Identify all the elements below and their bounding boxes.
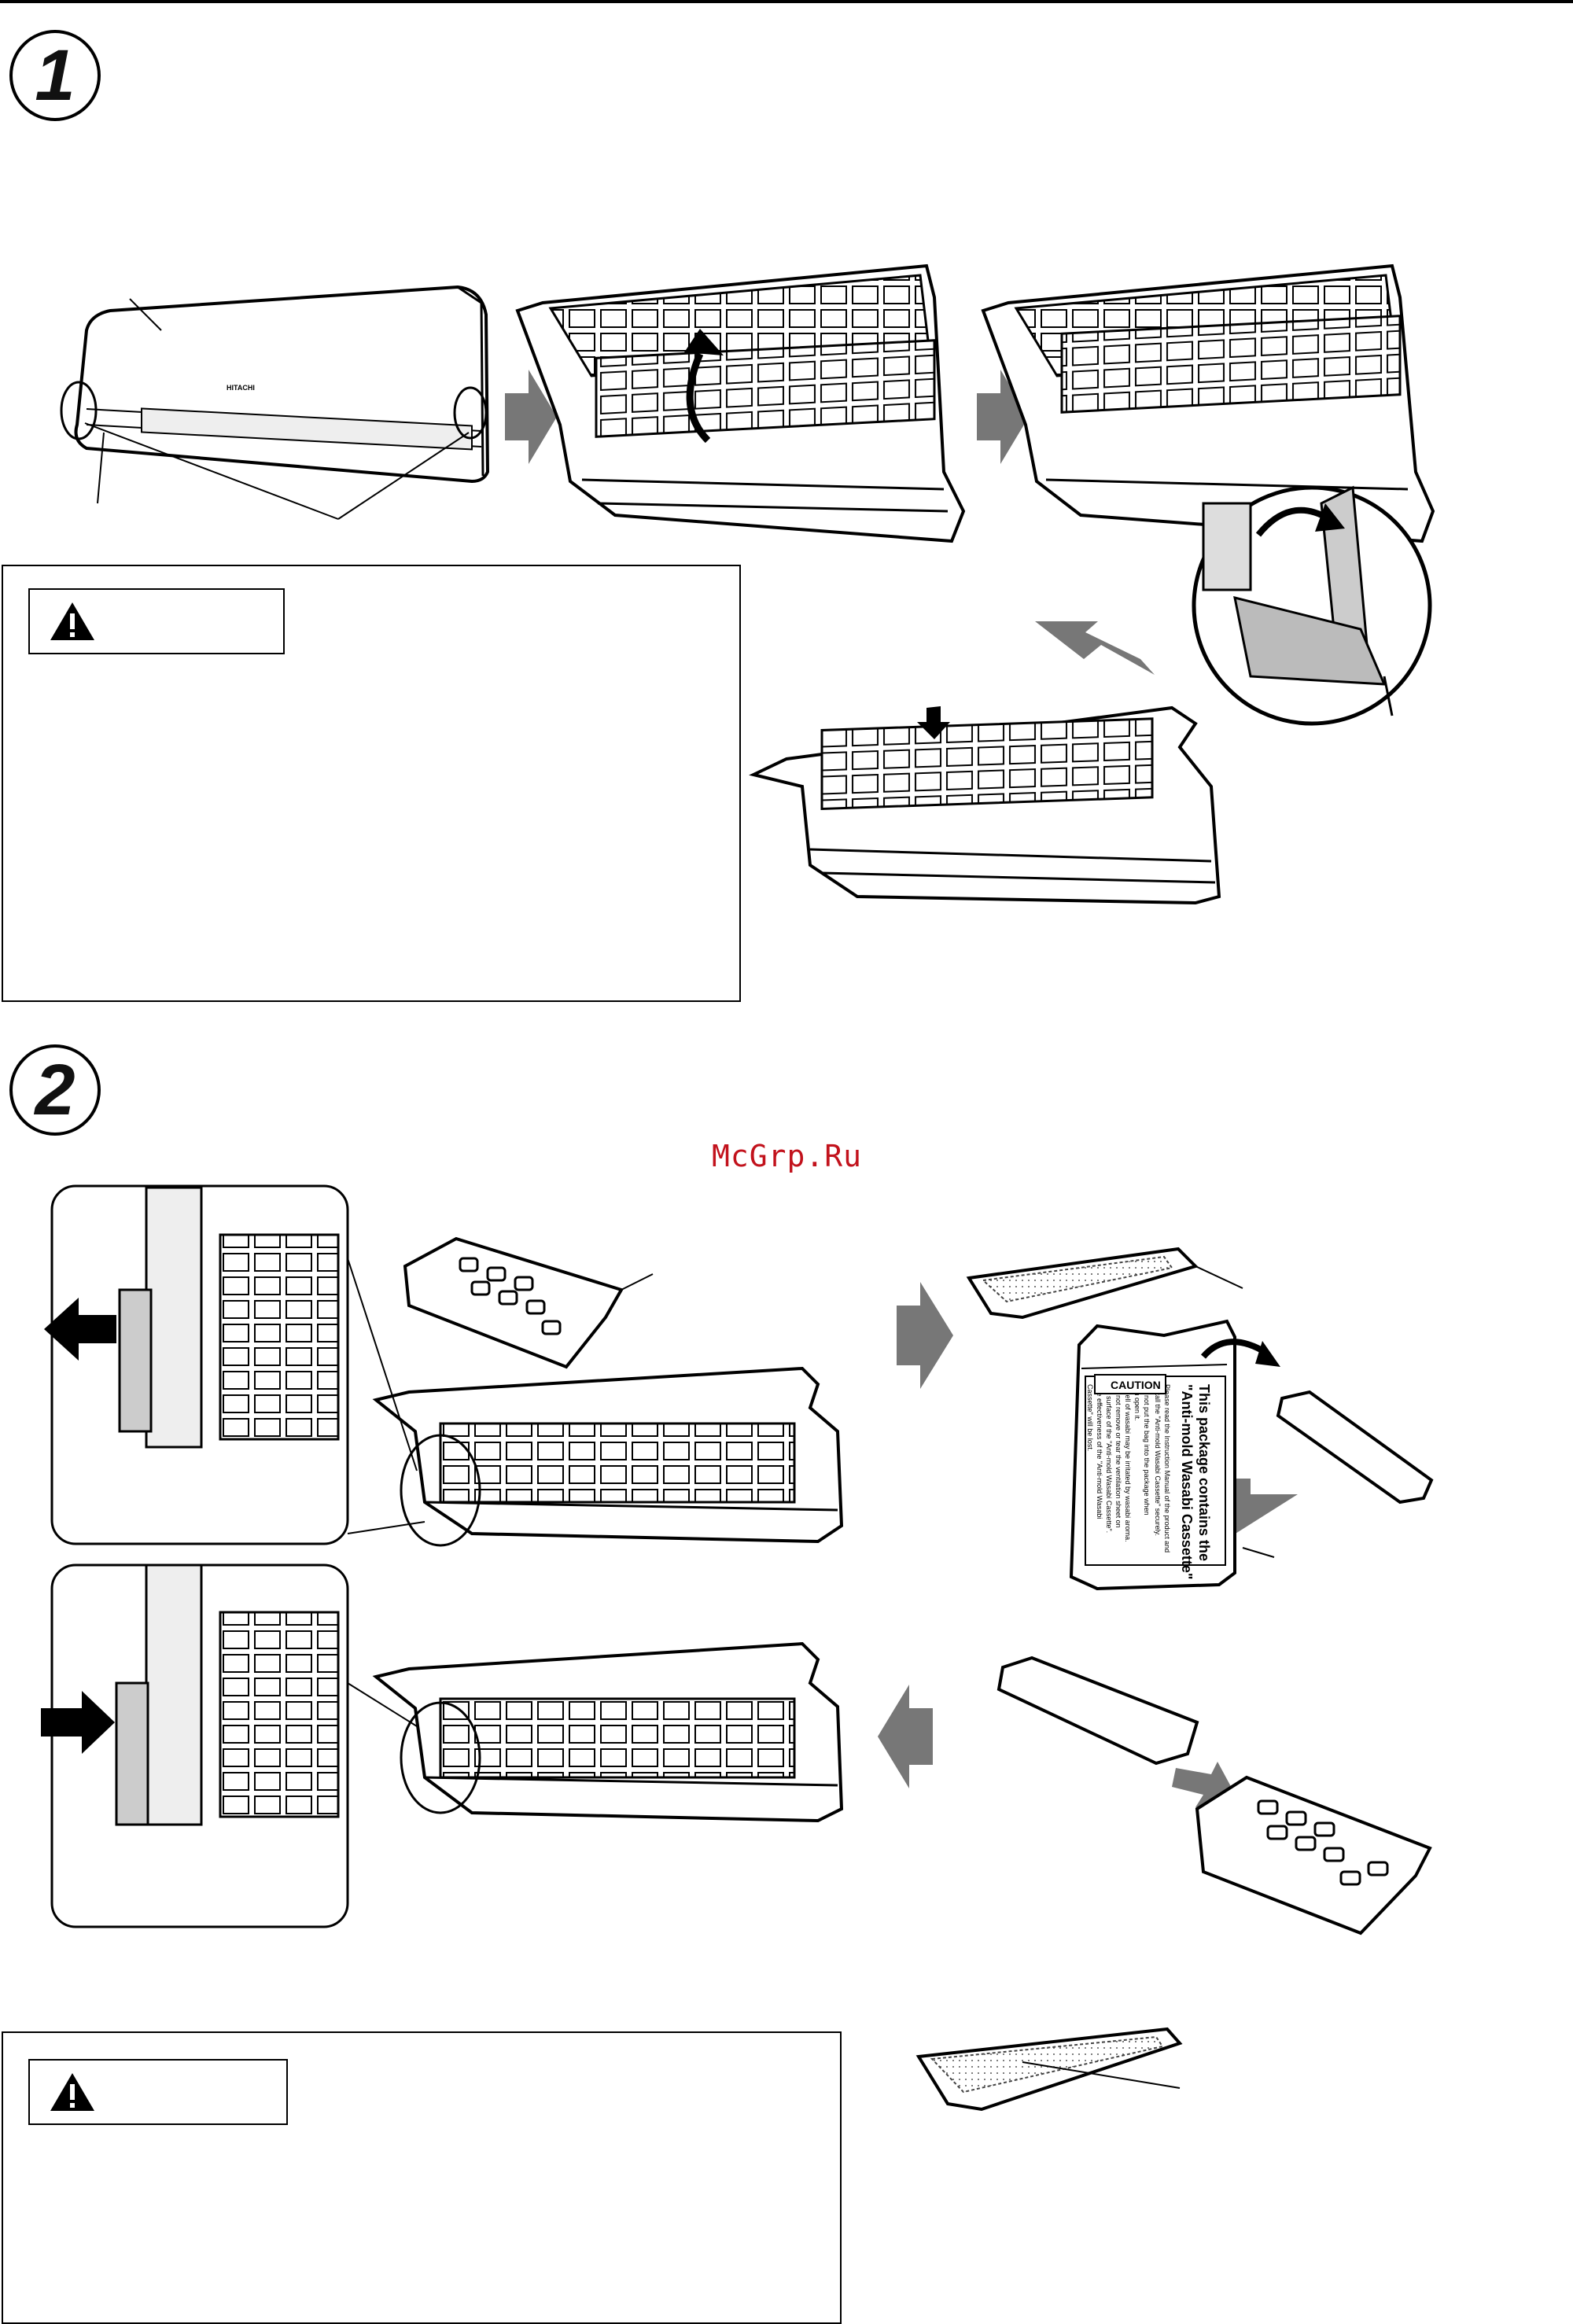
warning-label-1 [28,588,285,654]
package-line-9: Cassette" will be lost. [1086,1384,1094,1451]
warning-label-2 [28,2059,288,2125]
caution-text: CAUTION [1111,1379,1161,1391]
open-unit-cassette-location-2 [347,1641,844,1823]
unit-brand: HITACHI [227,384,255,392]
package-line-1: Please read the Instruction Manual of th… [1163,1384,1171,1552]
package-line-3: Do not put the bag into the package when [1143,1384,1151,1516]
watermark: McGrp.Ru [712,1139,863,1173]
wasabi-cassette-insert [996,1656,1199,1766]
package-line-7: the surface of the "Anti-mold Wasabi Cas… [1105,1384,1113,1533]
closed-indoor-unit [60,285,490,520]
top-rule [0,0,1573,3]
zoom-detail-circle-1 [1192,485,1432,726]
step-arrow-icon [505,370,1155,675]
closing-unit [749,705,1221,905]
step-number-2: 2 [9,1044,101,1136]
caution-badge: CAUTION [1094,1374,1166,1394]
open-unit-raise-panel [515,263,966,543]
detail-panel-insert-cassette-holder [41,1563,349,1928]
step-number-1: 1 [9,30,101,121]
package-line-8: The effectiveness of the "Anti-mold Wasa… [1096,1384,1103,1519]
wasabi-cassette-ventilation-sheet [915,2027,1183,2112]
warning-triangle-icon [50,602,94,640]
warning-box-2 [2,2031,842,2324]
package-title-2: "Anti-mold Wasabi Cassette" [1179,1384,1195,1579]
warning-triangle-icon [50,2073,94,2111]
package-line-5: Smell of wasabi may be irritated by wasa… [1124,1384,1132,1542]
package-line-4: you open it. [1133,1384,1141,1421]
wasabi-cassette-removed [1276,1390,1434,1505]
cassette-holder [403,1236,654,1369]
package-title-1: This package contains the [1196,1384,1212,1561]
step-number-1-text: 1 [35,35,76,116]
wasabi-cassette-package-top [966,1247,1243,1320]
package-line-6: Do not remove or tear the ventilation sh… [1114,1384,1122,1528]
open-unit-remove-filter [981,263,1435,543]
package-line-2: install the "Anti-mold Wasabi Cassette" … [1154,1384,1162,1536]
open-unit-cassette-location-1 [347,1258,844,1547]
warning-box-1 [2,565,741,1002]
detail-panel-remove-cassette-holder [44,1184,349,1545]
cassette-holder-receiving [1195,1775,1432,1935]
step-number-2-text: 2 [35,1049,76,1130]
package-label-text: This package contains the "Anti-mold Was… [1086,1384,1212,1579]
